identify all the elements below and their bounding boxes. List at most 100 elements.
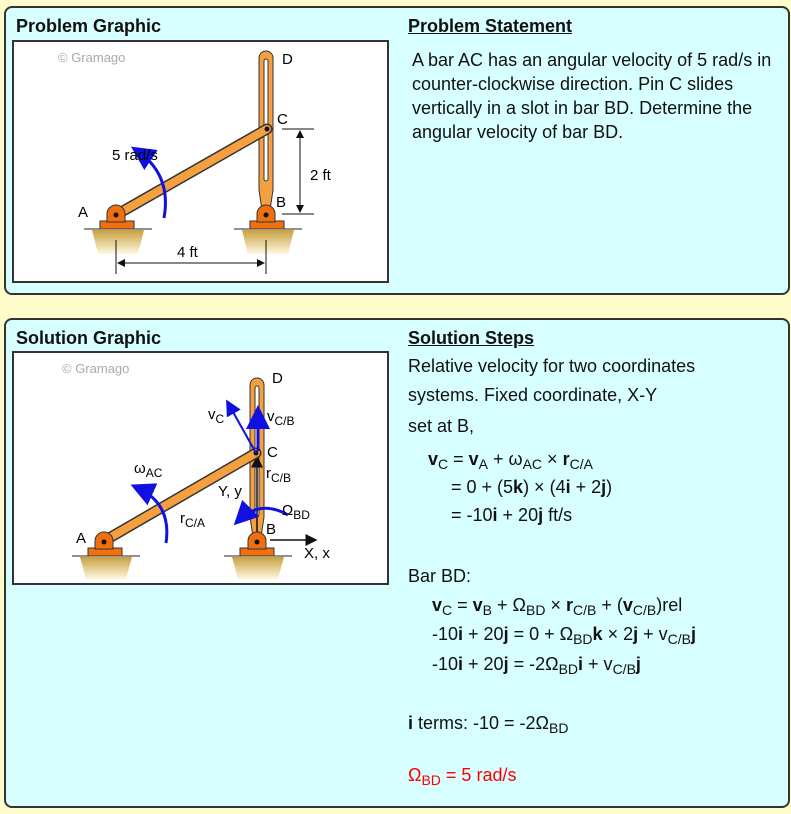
equation-term: i — [408, 713, 414, 733]
equation-term: = 5 rad/s — [440, 765, 517, 785]
equation-term: + Ω — [492, 595, 526, 615]
subscript: BD — [558, 661, 579, 677]
equation-term: -10 — [432, 654, 459, 674]
equation-term: i — [458, 624, 464, 644]
equation-term: Bar BD: — [408, 566, 472, 586]
subscript: C — [442, 602, 453, 618]
dim-4ft: 4 ft — [177, 244, 199, 261]
equation-term: k — [513, 477, 524, 497]
subscript: C/A — [569, 456, 593, 472]
omega-BD-arrow-icon — [233, 499, 289, 526]
label-X-axis: X, x — [304, 545, 330, 562]
label-A: A — [78, 204, 88, 221]
subscript: C/B — [632, 602, 657, 618]
omega-label: 5 rad/s — [112, 147, 158, 164]
subscript: A — [478, 456, 489, 472]
equation-term: × — [545, 595, 566, 615]
watermark: © Gramago — [58, 50, 125, 65]
omega-AC-arrow-icon — [130, 483, 169, 544]
equation-term: r — [562, 449, 570, 469]
equation-term: k — [592, 624, 603, 644]
equation-term: = — [448, 449, 469, 469]
equation-term: v — [622, 595, 633, 615]
subscript: AC — [522, 456, 543, 472]
equation-term: ) — [606, 477, 613, 497]
solution-step-line: Relative velocity for two coordinates — [408, 356, 695, 377]
label-rCB: rC/B — [266, 465, 291, 485]
equation-term: = 0 + (5 — [451, 477, 514, 497]
v-C-vector-icon — [226, 399, 257, 454]
label-B: B — [266, 521, 276, 538]
equation-term: = — [452, 595, 473, 615]
subscript: BD — [549, 720, 569, 736]
label-vCB: vC/B — [267, 408, 295, 428]
equation-term: v — [432, 595, 443, 615]
label-A: A — [76, 530, 86, 547]
equation-term: terms: -10 = -2Ω — [413, 713, 550, 733]
solution-step-line: = 0 + (5k) × (4i + 2j) — [451, 477, 612, 498]
equation-term: -10 — [432, 624, 459, 644]
solution-step-line: systems. Fixed coordinate, X-Y — [408, 385, 657, 406]
solution-step-line: vC = vB + ΩBD × rC/B + (vC/B)rel — [432, 595, 682, 618]
label-rCA: rC/A — [180, 510, 205, 530]
equation-term: j — [690, 624, 696, 644]
solution-step-line: i terms: -10 = -2ΩBD — [408, 713, 568, 736]
problem-statement-title: Problem Statement — [408, 16, 573, 36]
equation-term: Relative velocity for two coordinates — [408, 356, 696, 376]
equation-term: j — [633, 624, 639, 644]
problem-graphic-title: Problem Graphic — [16, 16, 162, 36]
solution-graphic-title: Solution Graphic — [16, 328, 162, 348]
subscript: C/B — [612, 661, 636, 677]
label-C: C — [267, 444, 278, 461]
pin-B — [256, 204, 276, 223]
solution-step-line: -10i + 20j = -2ΩBDi + vC/Bj — [432, 654, 641, 677]
equation-term: = -10 — [451, 505, 493, 525]
problem-figure: © Gramago 5 rad/s A B C D 2 ft 4 ft — [12, 40, 389, 283]
equation-term: + 20 — [463, 654, 504, 674]
subscript: C/B — [572, 602, 597, 618]
equation-term: + 2 — [570, 477, 602, 497]
subscript: B — [482, 602, 493, 618]
subscript: BD — [421, 772, 441, 788]
label-omega-BD: ΩBD — [282, 502, 310, 522]
ground-B — [224, 547, 292, 579]
equation-term: × 2 — [602, 624, 634, 644]
subscript: C — [438, 456, 449, 472]
equation-term: v — [472, 595, 483, 615]
equation-term: + ( — [596, 595, 623, 615]
equation-term: )rel — [656, 595, 683, 615]
equation-term: + v — [638, 624, 668, 644]
ground-A — [84, 220, 152, 254]
equation-term: j — [503, 654, 509, 674]
solution-steps-title: Solution Steps — [408, 328, 534, 348]
equation-term: i — [578, 654, 584, 674]
subscript: BD — [526, 602, 546, 618]
problem-statement: A bar AC has an angular velocity of 5 ra… — [412, 50, 772, 142]
pin-B — [247, 531, 267, 550]
angular-velocity-arrow-icon — [131, 146, 167, 219]
label-omega-AC: ωAC — [134, 460, 163, 480]
watermark: © Gramago — [62, 361, 129, 376]
equation-term: set at B, — [408, 416, 475, 436]
label-C: C — [277, 111, 288, 128]
equation-term: + 20 — [463, 624, 504, 644]
equation-term: r — [565, 595, 573, 615]
dimension-horizontal — [115, 240, 267, 274]
subscript: C/B — [667, 631, 691, 647]
equation-term: i — [458, 654, 464, 674]
equation-term: v — [468, 449, 479, 469]
equation-term: + ω — [488, 449, 523, 469]
ground-B — [234, 220, 302, 254]
equation-term: ) × (4 — [523, 477, 566, 497]
equation-term: j — [635, 654, 641, 674]
dim-2ft: 2 ft — [310, 167, 332, 184]
solution-step-line: set at B, — [408, 416, 474, 437]
equation-term: + 20 — [497, 505, 539, 525]
equation-term: × — [542, 449, 563, 469]
pin-A — [94, 531, 114, 550]
equation-term: v — [428, 449, 439, 469]
equation-term: + v — [583, 654, 613, 674]
label-vC: vC — [208, 406, 225, 426]
dimension-vertical — [282, 128, 314, 215]
equation-term: Ω — [408, 765, 422, 785]
